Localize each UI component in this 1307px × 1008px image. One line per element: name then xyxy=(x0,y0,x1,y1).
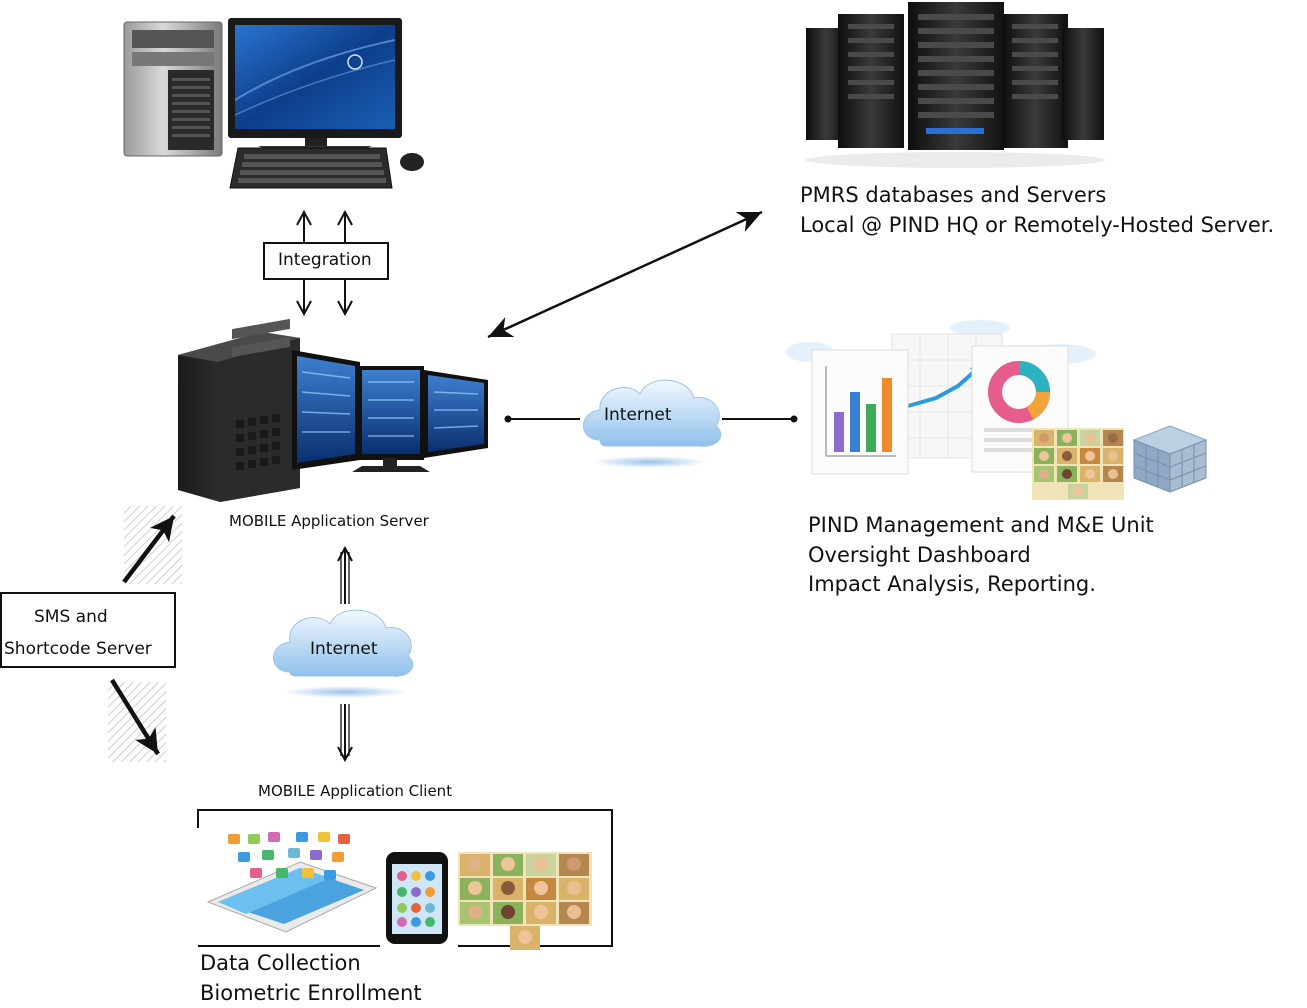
internet-label-bottom: Internet xyxy=(310,639,378,659)
cloud-icon xyxy=(583,379,722,468)
sms-shortcode-server-box: SMS and Shortcode Server xyxy=(0,592,176,668)
pind-line1: PIND Management and M&E Unit xyxy=(808,513,1154,537)
smartphone-icon xyxy=(386,852,448,944)
internet-label-top: Internet xyxy=(604,405,672,425)
tablet-icon xyxy=(206,832,378,933)
mobile-client-label: MOBILE Application Client xyxy=(258,782,453,800)
multi-monitor-server-icon xyxy=(178,318,488,502)
integration-arrows xyxy=(304,212,345,314)
data-cube-icon xyxy=(1132,425,1208,493)
server-rack-icon xyxy=(805,2,1105,168)
people-faces-icon xyxy=(1032,428,1124,500)
sms-box-line2: Shortcode Server xyxy=(4,639,152,659)
sms-up-arrow xyxy=(122,514,176,584)
sms-down-arrow xyxy=(110,678,160,756)
pmrs-subtitle: Local @ PIND HQ or Remotely-Hosted Serve… xyxy=(800,213,1275,237)
pmrs-link-arrow xyxy=(487,210,763,339)
client-caption-line2: Biometric Enrollment xyxy=(200,981,422,1005)
desktop-computer-icon xyxy=(123,18,424,189)
integration-box: Integration xyxy=(263,242,389,280)
internet-link-right xyxy=(504,415,798,423)
mobile-server-label: MOBILE Application Server xyxy=(229,512,429,530)
pmrs-title: PMRS databases and Servers xyxy=(800,183,1107,207)
client-caption-line1: Data Collection xyxy=(200,951,361,975)
pind-line3: Impact Analysis, Reporting. xyxy=(808,572,1096,596)
cloud-icon xyxy=(273,609,414,698)
integration-label: Integration xyxy=(278,250,372,270)
sms-box-line1: SMS and xyxy=(34,607,108,627)
client-bracket xyxy=(197,809,613,947)
people-faces-icon xyxy=(458,852,592,950)
pind-line2: Oversight Dashboard xyxy=(808,543,1031,567)
client-server-arrows xyxy=(341,548,349,760)
